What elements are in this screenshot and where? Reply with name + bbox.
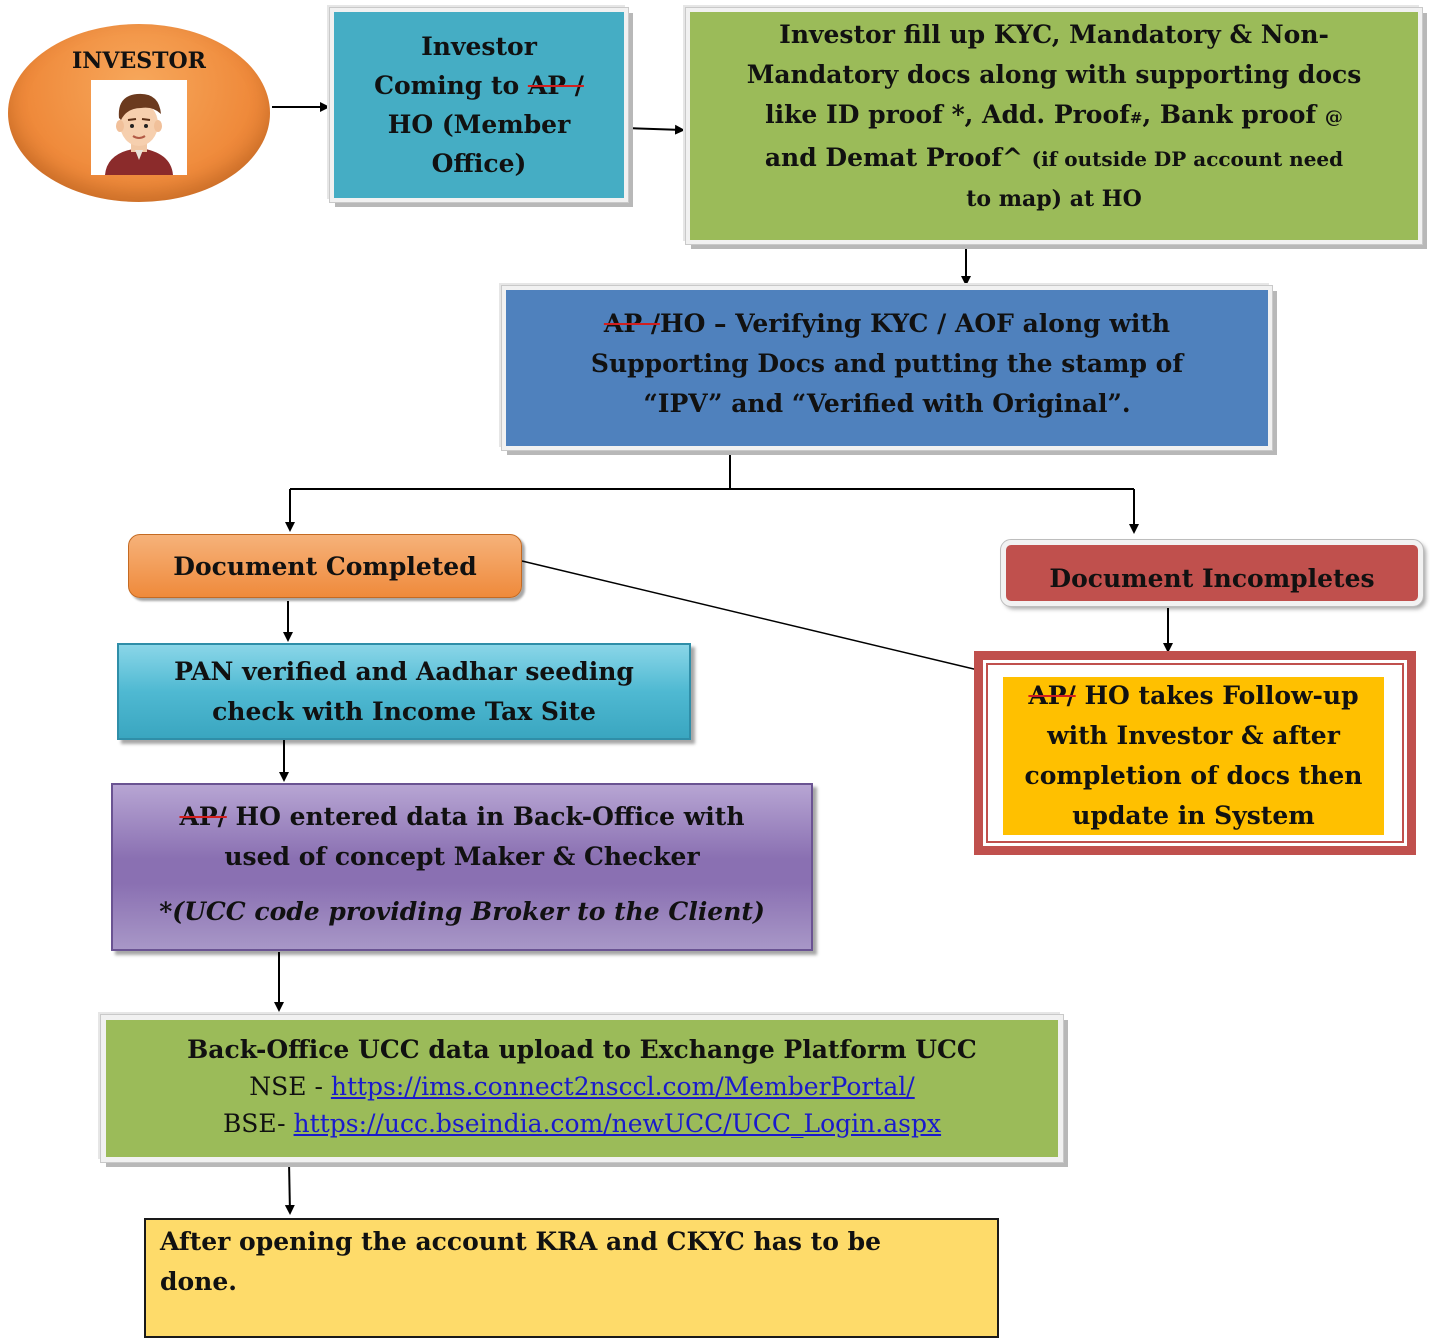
investor-node: INVESTOR	[8, 24, 270, 202]
member-office-line3: HO (Member	[387, 110, 571, 139]
step-verify: AP /HO – Verifying KYC / AOF along with …	[501, 285, 1273, 451]
fill-docs-line1: Investor fill up KYC, Mandatory & Non-	[779, 20, 1329, 49]
step-upload: Back-Office UCC data upload to Exchange …	[100, 1014, 1064, 1163]
step-member-office: Investor Coming to AP / HO (Member Offic…	[329, 7, 629, 203]
line-completed-to-followup	[521, 560, 979, 671]
nse-link[interactable]: https://ims.connect2nsccl.com/MemberPort…	[330, 1072, 915, 1101]
step-final: After opening the account KRA and CKYC h…	[144, 1218, 999, 1338]
backoffice-line2: used of concept Maker & Checker	[224, 842, 700, 871]
pan-line1: PAN verified and Aadhar seeding	[174, 656, 634, 686]
fill-docs-line2: Mandatory docs along with supporting doc…	[746, 60, 1362, 89]
fill-docs-line4: and Demat Proof^ (if outside DP account …	[764, 143, 1344, 172]
member-office-line2: Coming to AP /	[374, 71, 584, 100]
backoffice-line1: AP/ HO entered data in Back-Office with	[179, 802, 745, 831]
followup-line1: AP/ HO takes Follow-up	[1028, 681, 1359, 710]
upload-nse-row: NSE - https://ims.connect2nsccl.com/Memb…	[249, 1068, 914, 1105]
final-line1: After opening the account KRA and CKYC h…	[160, 1227, 881, 1256]
verify-line1: AP /HO – Verifying KYC / AOF along with	[603, 309, 1171, 338]
fill-docs-line3: like ID proof *, Add. Proof#, Bank proof…	[765, 100, 1343, 129]
verify-line2: Supporting Docs and putting the stamp of	[590, 349, 1184, 378]
member-office-line4: Office)	[431, 149, 527, 178]
followup-line2: with Investor & after	[1047, 721, 1340, 750]
step-fill-docs: Investor fill up KYC, Mandatory & Non- M…	[685, 7, 1423, 245]
doc-completed-badge: Document Completed	[128, 534, 522, 598]
doc-incomplete-badge: Document Incompletes	[1000, 539, 1424, 607]
step-pan: PAN verified and Aadhar seeding check wi…	[117, 643, 691, 740]
nse-label: NSE -	[249, 1072, 331, 1101]
upload-title: Back-Office UCC data upload to Exchange …	[187, 1035, 977, 1064]
step-backoffice: AP/ HO entered data in Back-Office with …	[111, 783, 813, 951]
pan-line2: check with Income Tax Site	[212, 696, 596, 726]
doc-incomplete-label: Document Incompletes	[1049, 563, 1375, 593]
person-avatar-icon	[91, 79, 187, 175]
bse-link[interactable]: https://ucc.bseindia.com/newUCC/UCC_Logi…	[293, 1109, 942, 1138]
verify-line3: “IPV” and “Verified with Original”.	[643, 389, 1131, 418]
bse-label: BSE-	[222, 1109, 294, 1138]
doc-completed-label: Document Completed	[173, 551, 477, 581]
upload-bse-row: BSE- https://ucc.bseindia.com/newUCC/UCC…	[223, 1105, 941, 1142]
backoffice-line3: *(UCC code providing Broker to the Clien…	[159, 897, 765, 926]
followup-line3: completion of docs then	[1024, 761, 1363, 790]
arrow-upload-to-final	[284, 1161, 295, 1215]
followup-line4: update in System	[1072, 801, 1315, 830]
final-line2: done.	[160, 1267, 237, 1296]
investor-label: INVESTOR	[72, 47, 206, 74]
fill-docs-line5: to map) at HO	[966, 186, 1142, 212]
followup-content: AP/ HO takes Follow-up with Investor & a…	[1003, 677, 1384, 835]
arrow-office-to-fill	[625, 124, 685, 135]
member-office-line1: Investor	[421, 32, 537, 61]
step-followup: AP/ HO takes Follow-up with Investor & a…	[974, 651, 1416, 855]
